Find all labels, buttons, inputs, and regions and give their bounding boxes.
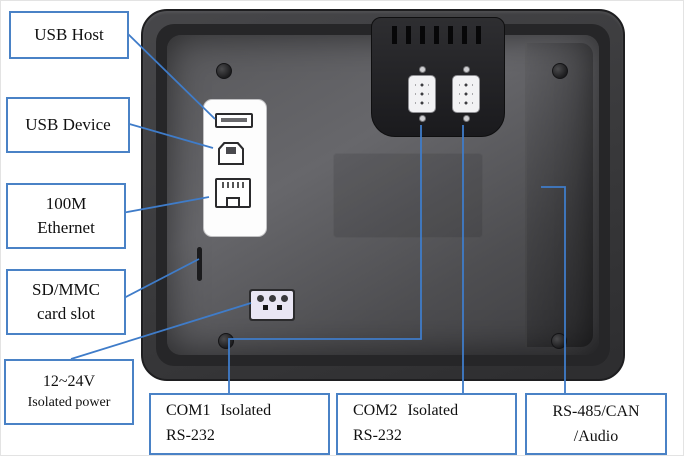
callout-com1-line2: RS-232 bbox=[166, 427, 215, 444]
io-port-panel bbox=[203, 99, 267, 237]
screw-icon bbox=[216, 63, 232, 79]
ethernet-latch-icon bbox=[226, 197, 240, 206]
callout-com1-line1: COM1 Isolated bbox=[166, 401, 271, 422]
callout-rs485: RS-485/CAN /Audio bbox=[525, 393, 667, 455]
ethernet-pins-icon bbox=[222, 182, 244, 188]
callout-rs485-line2: /Audio bbox=[573, 428, 619, 445]
callout-com2-port: COM2 bbox=[353, 402, 398, 420]
callout-ethernet-line2: Ethernet bbox=[37, 218, 95, 237]
screw-icon bbox=[551, 333, 567, 349]
callout-com2-line1: COM2 Isolated bbox=[353, 401, 458, 422]
callout-sd-mmc: SD/MMC card slot bbox=[6, 269, 126, 335]
terminal-slots-icon bbox=[251, 305, 293, 310]
callout-rs485-line1: RS-485/CAN bbox=[552, 402, 640, 420]
usb-host-port bbox=[215, 113, 253, 128]
jack-screw-icon bbox=[418, 115, 426, 122]
right-side-shading bbox=[525, 43, 593, 347]
callout-sd-line2: card slot bbox=[36, 304, 96, 323]
db9-face bbox=[408, 75, 436, 113]
callout-power-line1: 12~24V bbox=[42, 372, 96, 390]
db9-connector-com1 bbox=[406, 66, 438, 122]
callout-usb-host-label: USB Host bbox=[34, 24, 104, 44]
power-terminal-block bbox=[249, 289, 295, 321]
vent-grille-icon bbox=[392, 26, 484, 44]
callout-usb-device-label: USB Device bbox=[25, 114, 111, 134]
callout-com1: COM1 Isolated RS-232 bbox=[149, 393, 330, 455]
screw-icon bbox=[552, 63, 568, 79]
db9-pins-icon bbox=[459, 81, 473, 107]
usb-tongue-icon bbox=[221, 118, 247, 122]
terminal-screws-icon bbox=[251, 295, 293, 302]
jack-screw-icon bbox=[418, 66, 426, 73]
callout-com1-port: COM1 bbox=[166, 402, 211, 420]
callout-com1-qualifier: Isolated bbox=[220, 402, 272, 420]
power-terminal-face bbox=[251, 291, 293, 319]
ethernet-port bbox=[215, 178, 251, 208]
serial-connector-housing bbox=[371, 17, 505, 137]
callout-usb-device: USB Device bbox=[6, 97, 130, 153]
callout-com2-line2: RS-232 bbox=[353, 427, 402, 444]
callout-power-line2: Isolated power bbox=[27, 395, 111, 411]
jack-screw-icon bbox=[462, 66, 470, 73]
db9-pins-icon bbox=[415, 81, 429, 107]
callout-com2-qualifier: Isolated bbox=[407, 402, 459, 420]
usb-device-port bbox=[218, 142, 244, 165]
db9-connector-com2 bbox=[450, 66, 482, 122]
usb-b-slot-icon bbox=[226, 147, 236, 154]
sd-card-slot bbox=[197, 247, 202, 281]
jack-screw-icon bbox=[462, 115, 470, 122]
callout-com2: COM2 Isolated RS-232 bbox=[336, 393, 517, 455]
db9-face bbox=[452, 75, 480, 113]
callout-ethernet: 100M Ethernet bbox=[6, 183, 126, 249]
center-plate bbox=[333, 153, 483, 238]
callout-sd-line1: SD/MMC bbox=[31, 279, 101, 299]
callout-usb-host: USB Host bbox=[9, 11, 129, 59]
device-rear-view bbox=[141, 9, 625, 381]
callout-ethernet-line1: 100M bbox=[45, 193, 87, 213]
screw-icon bbox=[218, 333, 234, 349]
callout-power: 12~24V Isolated power bbox=[4, 359, 134, 425]
